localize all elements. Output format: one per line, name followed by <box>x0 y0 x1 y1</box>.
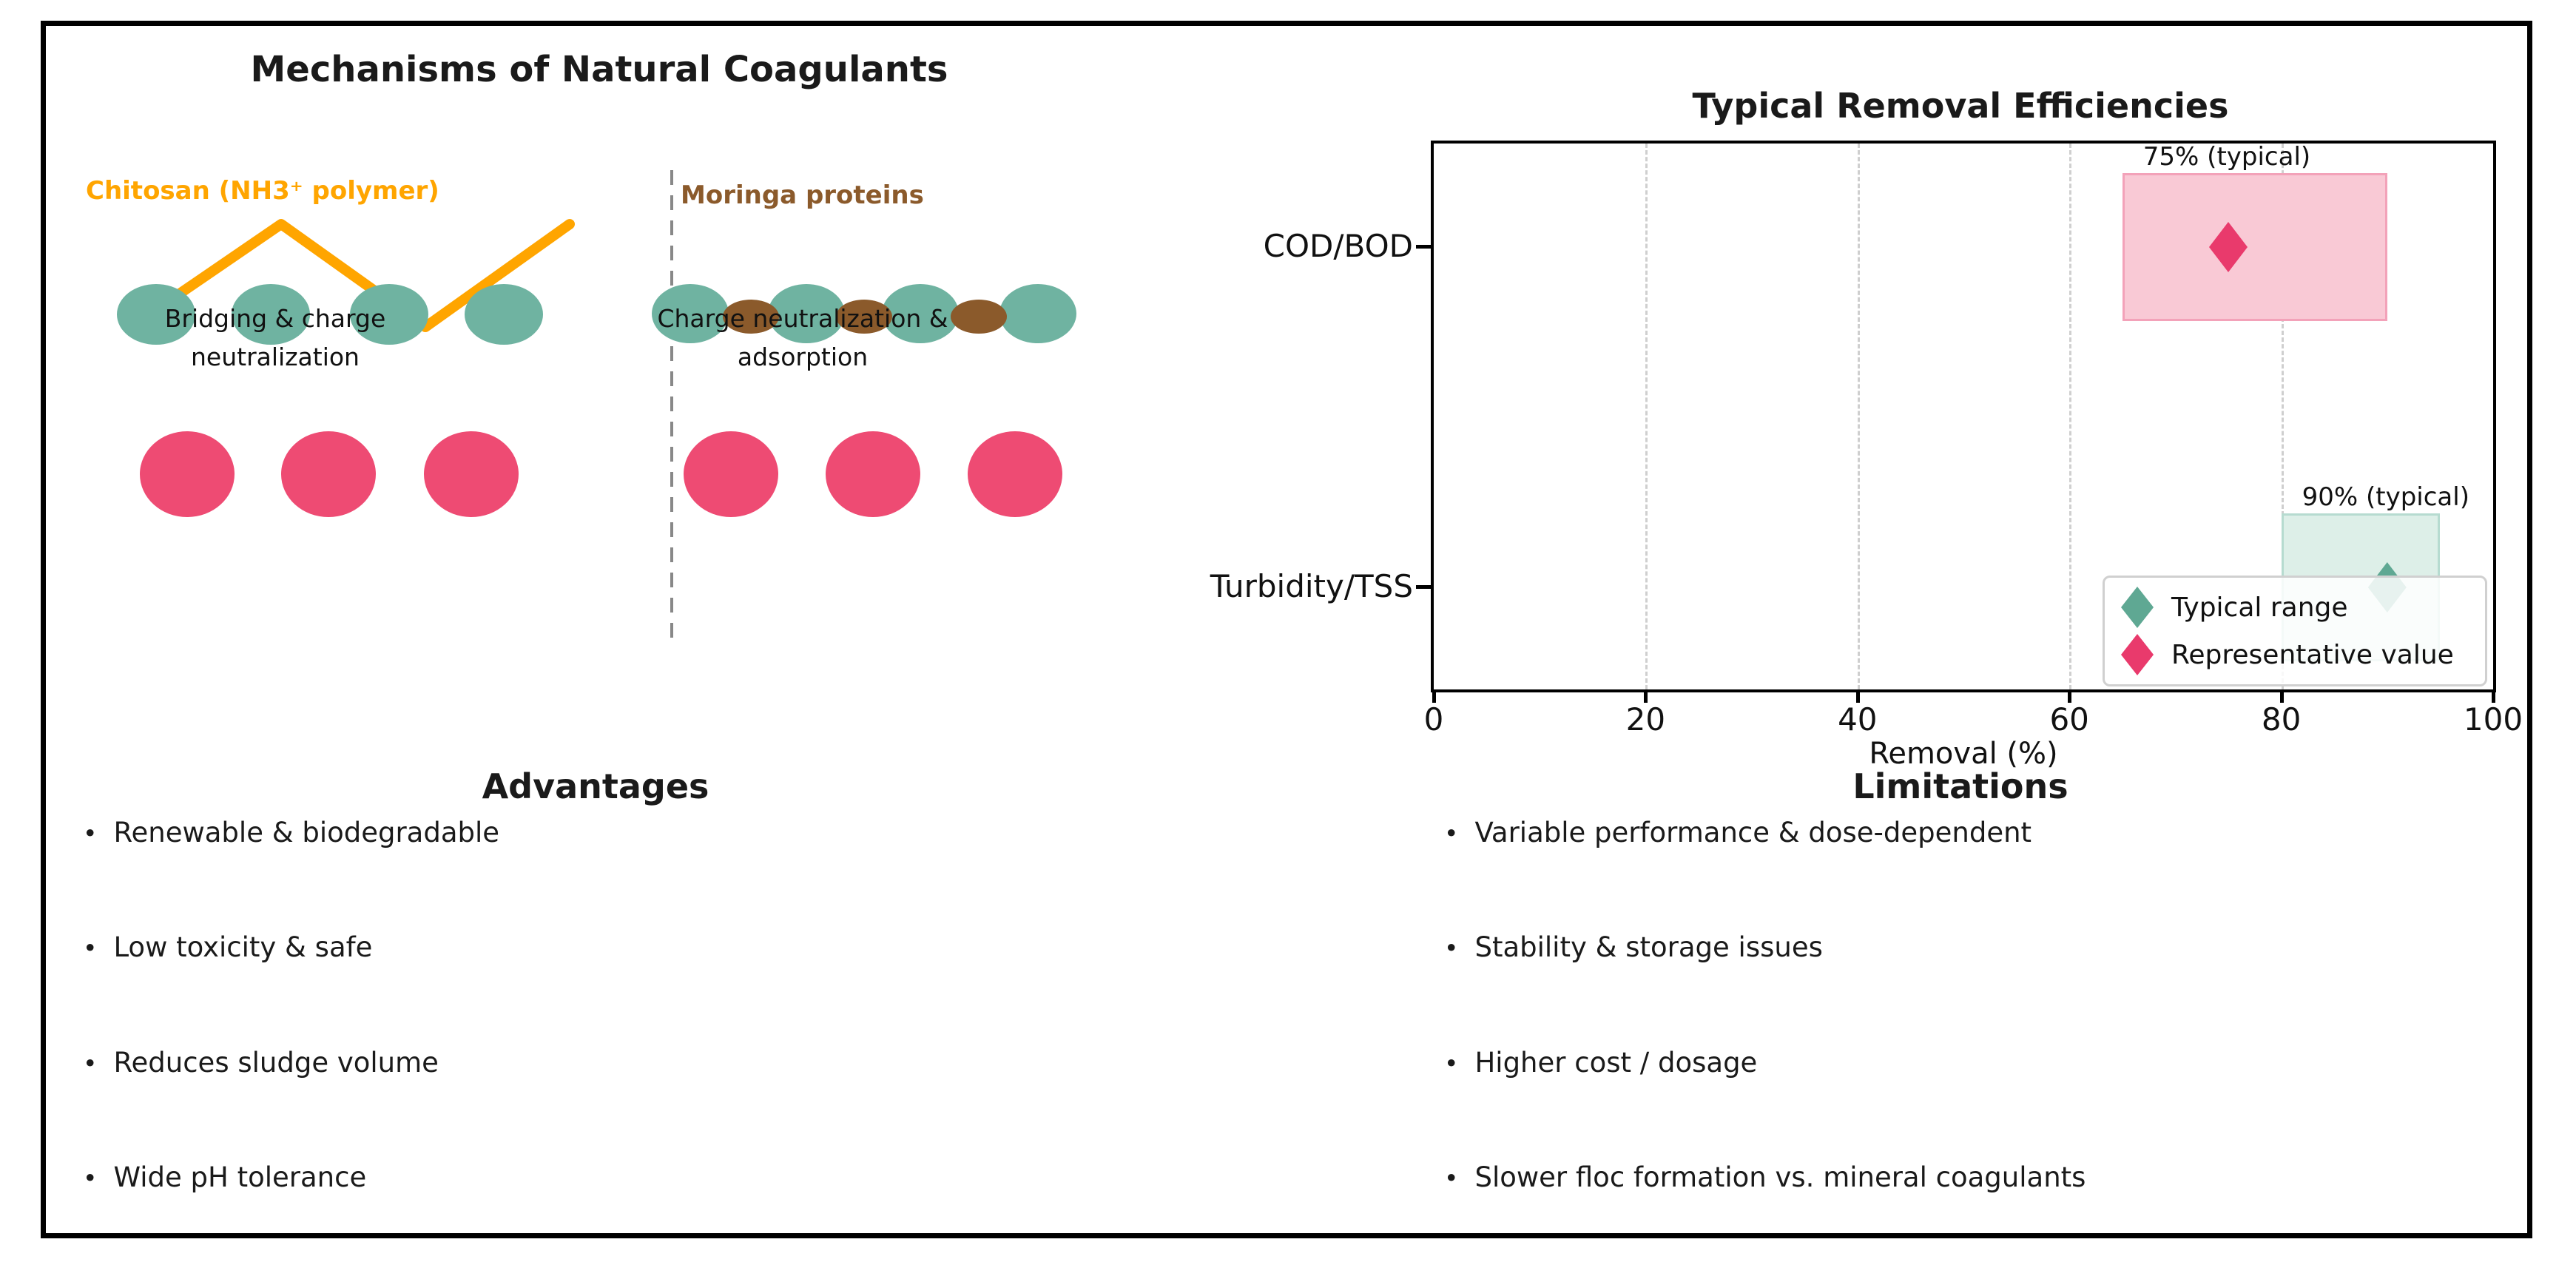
chart-legend: Typical range Representative value <box>2103 576 2487 686</box>
teal-particle <box>882 284 959 343</box>
xtick-0 <box>1432 689 1436 703</box>
xtick-40 <box>1855 689 1860 703</box>
advantage-item: Reduces sludge volume <box>83 1047 438 1079</box>
teal-particle <box>465 284 543 345</box>
advantage-item: Low toxicity & safe <box>83 931 372 963</box>
turbidity-annotation: 90% (typical) <box>2302 482 2469 512</box>
adsorption-caption: Charge neutralization & adsorption <box>657 304 948 371</box>
ylabel-turbidity: Turbidity/TSS <box>1210 568 1413 604</box>
xtick-label-100: 100 <box>2463 701 2523 738</box>
x-axis-label: Removal (%) <box>1869 737 2058 771</box>
moringa-label: Moringa proteins <box>681 180 924 210</box>
moringa-protein-patch <box>951 300 1007 334</box>
moringa-protein-patch <box>836 300 892 334</box>
pink-colloid <box>140 431 235 517</box>
legend-label: Representative value <box>2171 639 2454 670</box>
limitations-title: Limitations <box>1852 766 2068 806</box>
xtick-label-60: 60 <box>2049 701 2089 738</box>
ytick-cod-bod <box>1416 245 1434 249</box>
teal-particle <box>768 284 845 343</box>
limitation-item: Variable performance & dose-dependent <box>1444 817 2032 848</box>
gridline-40 <box>1857 144 1860 689</box>
chart-title: Typical Removal Efficiencies <box>1692 86 2229 126</box>
limitation-item: Slower floc formation vs. mineral coagul… <box>1444 1161 2086 1193</box>
ylabel-cod-bod: COD/BOD <box>1263 228 1413 264</box>
teal-diamond-icon <box>2121 587 2154 628</box>
teal-particle <box>117 284 195 345</box>
xtick-80 <box>2279 689 2284 703</box>
cod-bod-range-box <box>2122 173 2387 321</box>
advantage-item: Renewable & biodegradable <box>83 817 499 848</box>
xtick-20 <box>1644 689 1648 703</box>
chitosan-polymer-line <box>128 219 575 332</box>
teal-particle <box>350 284 428 345</box>
removal-efficiency-plot: 75% (typical) COD/BOD 90% (typical) Turb… <box>1210 141 2523 771</box>
xtick-60 <box>2068 689 2072 703</box>
gridline-80 <box>2281 144 2284 689</box>
moringa-protein-patch <box>723 300 779 334</box>
legend-entry-typical-range: Typical range <box>2121 587 2469 628</box>
bridging-caption: Bridging & charge neutralization <box>164 304 386 371</box>
xtick-label-20: 20 <box>1625 701 1666 738</box>
ytick-turbidity <box>1416 585 1434 589</box>
advantage-item: Wide pH tolerance <box>83 1161 366 1193</box>
xtick-label-80: 80 <box>2261 701 2302 738</box>
pink-diamond-icon <box>2121 634 2154 675</box>
teal-particle <box>999 284 1076 343</box>
limitation-item: Stability & storage issues <box>1444 931 1822 963</box>
gridline-60 <box>2069 144 2072 689</box>
limitation-item: Higher cost / dosage <box>1444 1047 1757 1079</box>
cod-bod-annotation: 75% (typical) <box>2142 142 2311 172</box>
legend-label: Typical range <box>2171 592 2348 623</box>
teal-particle <box>232 284 310 345</box>
pink-colloid <box>424 431 519 517</box>
pink-colloid <box>684 431 778 517</box>
pink-colloid <box>968 431 1062 517</box>
xtick-label-40: 40 <box>1838 701 1878 738</box>
legend-entry-representative-value: Representative value <box>2121 634 2469 675</box>
advantages-title: Advantages <box>482 766 709 806</box>
xtick-100 <box>2492 689 2495 703</box>
pink-colloid <box>826 431 920 517</box>
pink-colloid <box>281 431 376 517</box>
gridline-20 <box>1645 144 1648 689</box>
xtick-label-0: 0 <box>1423 701 1444 738</box>
chitosan-label: Chitosan (NH3⁺ polymer) <box>86 176 439 206</box>
coagulation-diagram <box>117 170 1076 642</box>
diagram-title: Mechanisms of Natural Coagulants <box>250 49 948 90</box>
teal-particle <box>652 284 729 343</box>
